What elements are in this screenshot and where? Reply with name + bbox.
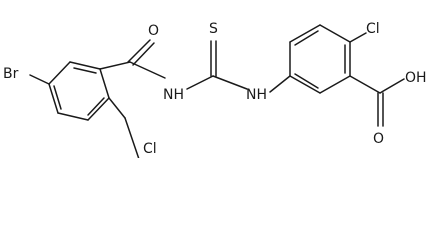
bond (99, 61, 131, 70)
bond (29, 74, 50, 85)
atom-nh-right: NH (246, 87, 267, 103)
bond (132, 42, 155, 66)
bond (57, 112, 89, 121)
bond (129, 61, 166, 79)
bond (127, 39, 151, 63)
atom-nh-left: NH (163, 87, 184, 103)
atom-o-acid: O (373, 131, 384, 147)
atom-oh: OH (405, 70, 427, 86)
bond (294, 73, 319, 89)
chemical-structure: Br Cl O NH S NH Cl OH O (3, 21, 427, 158)
atom-br: Br (3, 66, 19, 82)
atom-labels: Br Cl O NH S NH Cl OH O (3, 21, 427, 157)
atom-s: S (209, 21, 218, 37)
bond (73, 67, 97, 74)
bond (349, 32, 367, 43)
bond (294, 30, 319, 46)
bond (99, 68, 110, 99)
bonds (29, 24, 405, 158)
bond (379, 78, 405, 94)
bond (319, 24, 351, 43)
atom-o-amide: O (148, 23, 159, 39)
bond (124, 117, 140, 158)
atom-cl-right: Cl (366, 21, 380, 37)
bond (212, 75, 248, 90)
bond (69, 61, 101, 70)
bond (87, 97, 105, 116)
bond (349, 75, 381, 94)
bond (319, 75, 351, 94)
atom-cl-left: Cl (143, 141, 157, 157)
bond (269, 75, 291, 93)
bond (87, 97, 110, 121)
bond (48, 83, 59, 114)
bond (289, 75, 321, 94)
bond (289, 24, 321, 43)
bond (48, 61, 71, 85)
bond (108, 97, 126, 119)
bond (53, 85, 62, 110)
bond (186, 75, 214, 90)
